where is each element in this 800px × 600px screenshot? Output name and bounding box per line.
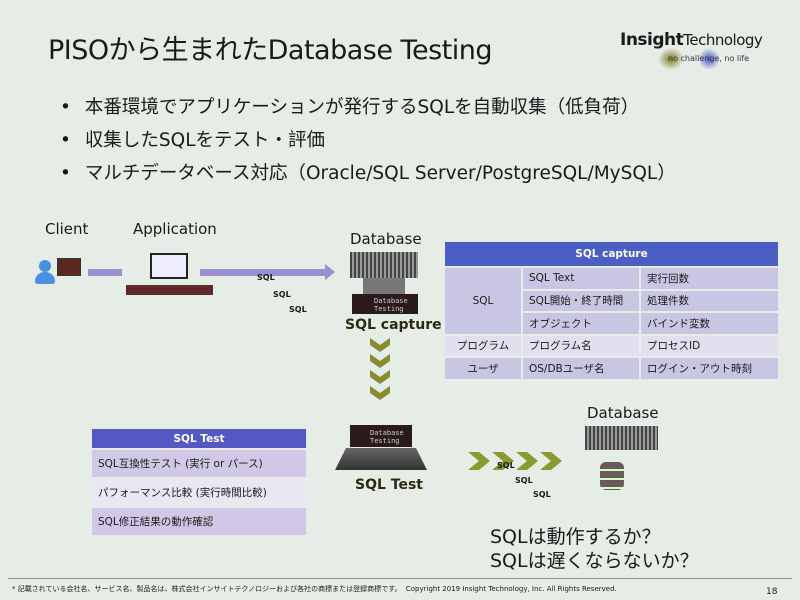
page-number: 18 <box>766 587 778 597</box>
sql-test-table: SQL Test SQL互換性テスト (実行 or パース) パフォーマンス比較… <box>90 427 308 537</box>
bullet-item: 本番環境でアプリケーションが発行するSQLを自動収集（低負荷） <box>60 93 676 126</box>
database-cylinder-icon <box>600 462 624 490</box>
table-cell: ログイン・アウト時刻 <box>639 356 780 381</box>
question-2: SQLは遅くならないか？ <box>490 550 699 572</box>
table-cell: 実行回数 <box>639 266 780 291</box>
sql-label: SQL <box>497 461 515 470</box>
table-cell: SQL <box>443 266 523 336</box>
table-cell: ユーザ <box>443 356 523 381</box>
bullet-item: 収集したSQLをテスト・評価 <box>60 126 676 159</box>
sql-label: SQL <box>289 305 307 314</box>
database-label: Database <box>587 404 659 422</box>
sql-label: SQL <box>273 290 291 299</box>
copyright: Copyright 2019 Insight Technology, Inc. … <box>405 585 617 593</box>
sql-capture-label: SQL capture <box>345 317 442 333</box>
database-testing-product-icon: Database Testing <box>352 294 418 314</box>
table-cell: バインド変数 <box>639 311 780 336</box>
table-header: SQL capture <box>443 240 780 268</box>
table-cell: 処理件数 <box>639 288 780 313</box>
database-server-icon <box>585 426 658 450</box>
application-base <box>126 285 213 295</box>
user-icon <box>35 260 55 284</box>
bullet-list: 本番環境でアプリケーションが発行するSQLを自動収集（低負荷） 収集したSQLを… <box>60 93 676 192</box>
laptop-icon <box>335 448 427 470</box>
table-cell: プログラム名 <box>521 333 641 358</box>
insight-technology-logo: InsightTechnology no challenge, no life <box>620 30 780 80</box>
question-1: SQLは動作するか？ <box>490 526 661 548</box>
arrow-client-app <box>88 269 122 276</box>
arrow-app-db <box>200 269 327 276</box>
table-cell: SQL開始・終了時間 <box>521 288 641 313</box>
monitor-icon <box>57 258 81 276</box>
trademark-notice: * 記載されている会社名、サービス名、製品名は、株式会社インサイトテクノロジーお… <box>12 585 402 593</box>
arrow-head <box>325 264 335 280</box>
database-label: Database <box>350 230 422 248</box>
table-cell: SQL Text <box>521 266 641 291</box>
application-icon <box>150 253 188 279</box>
server-stand <box>363 278 405 294</box>
slide-title: PISOから生まれたDatabase Testing <box>48 35 492 66</box>
sql-label: SQL <box>257 273 275 282</box>
table-cell: プログラム <box>443 333 523 358</box>
table-cell: SQL互換性テスト (実行 or パース) <box>90 448 308 479</box>
table-cell: SQL修正結果の動作確認 <box>90 506 308 537</box>
application-label: Application <box>133 220 217 238</box>
table-cell: パフォーマンス比較 (実行時間比較) <box>90 477 308 508</box>
sql-test-label: SQL Test <box>355 477 423 493</box>
table-cell: オブジェクト <box>521 311 641 336</box>
table-header: SQL Test <box>90 427 308 450</box>
client-label: Client <box>45 220 89 238</box>
database-server-icon <box>350 252 418 278</box>
bullet-item: マルチデータベース対応（Oracle/SQL Server/PostgreSQL… <box>60 159 676 192</box>
chevron-down-icon <box>370 338 390 400</box>
table-cell: OS/DBユーザ名 <box>521 356 641 381</box>
table-cell: プロセスID <box>639 333 780 358</box>
footer: * 記載されている会社名、サービス名、製品名は、株式会社インサイトテクノロジーお… <box>12 584 617 594</box>
chevron-right-icon <box>468 452 562 470</box>
footer-divider <box>8 578 792 579</box>
sql-label: SQL <box>515 476 533 485</box>
sql-label: SQL <box>533 490 551 499</box>
database-testing-product-icon: Database Testing <box>350 425 412 447</box>
